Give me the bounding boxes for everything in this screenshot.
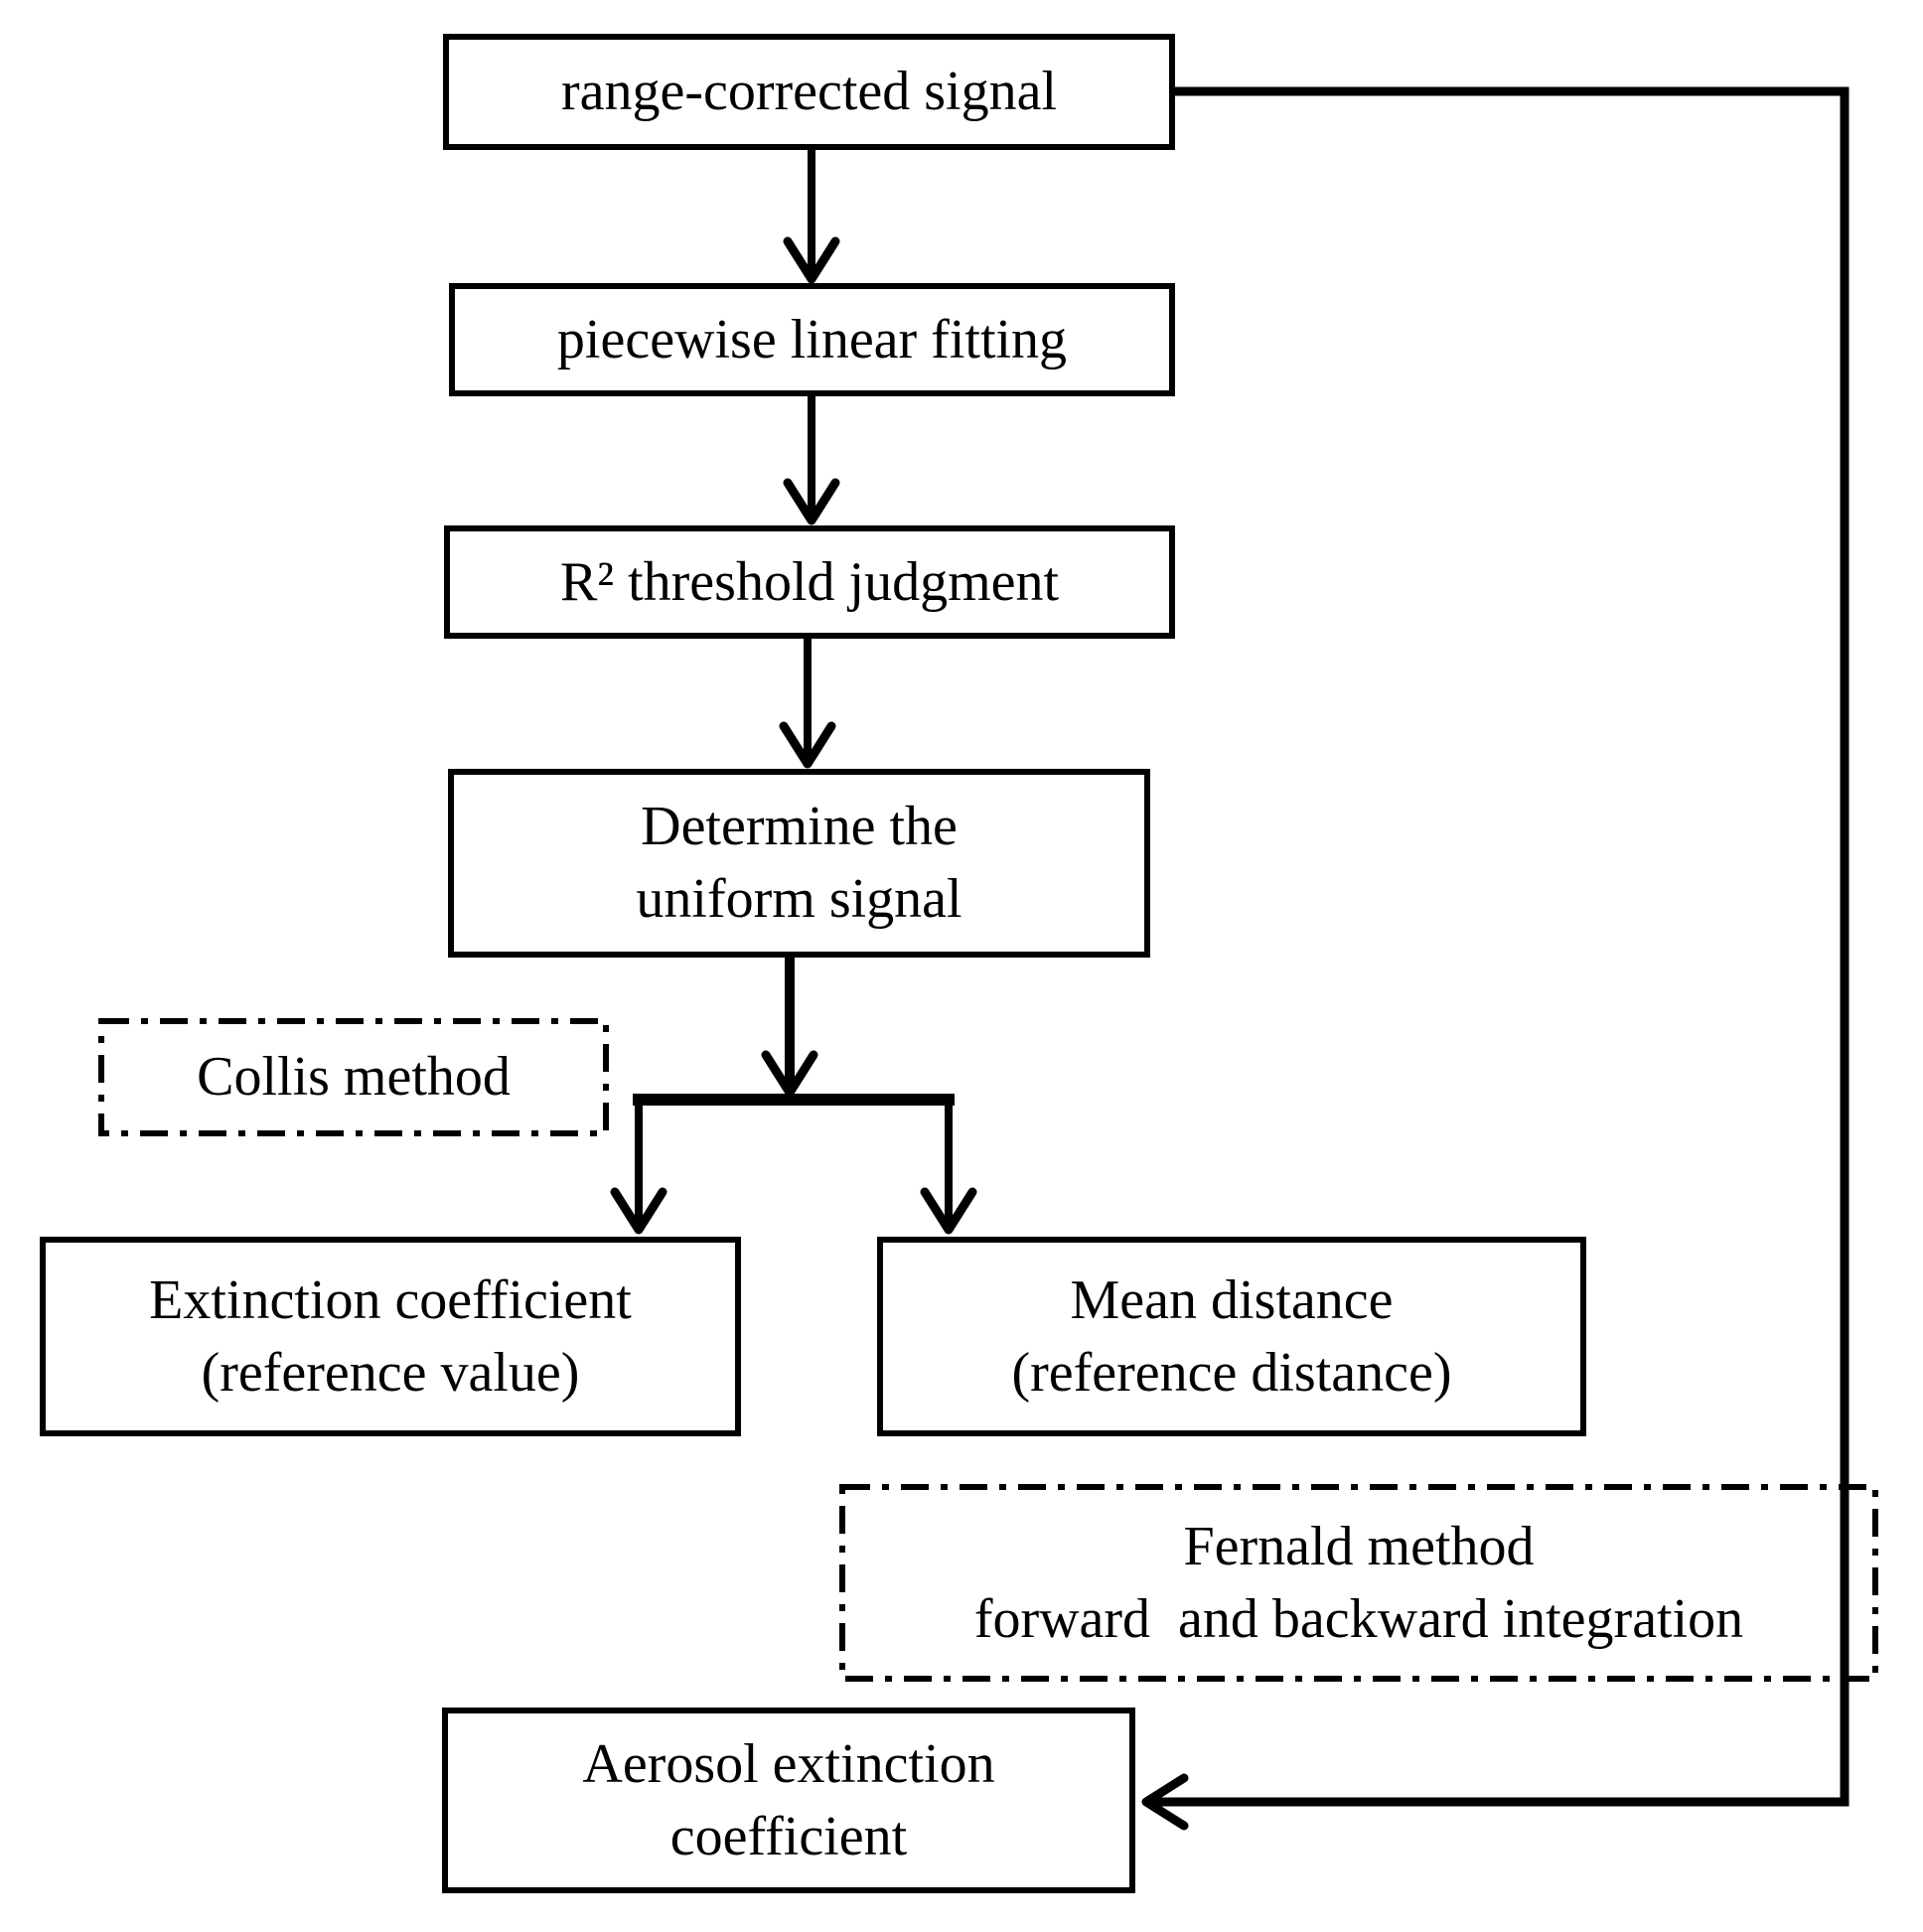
collis-method-frame (98, 1018, 609, 1136)
node-piecewise-linear-fitting: piecewise linear fitting (449, 283, 1175, 396)
fernald-method-frame (839, 1484, 1878, 1682)
edge-range-to-aerosol-feedback-arrow (1141, 86, 1849, 1831)
node-extinction-coefficient: Extinction coefficient (reference value) (40, 1237, 741, 1436)
node-determine-uniform-signal: Determine the uniform signal (448, 769, 1150, 958)
node-mean-distance: Mean distance (reference distance) (877, 1237, 1586, 1436)
node-fernald-method-label: Fernald method forward and backward inte… (973, 1515, 1744, 1650)
node-aerosol-extinction-coefficient: Aerosol extinction coefficient (442, 1708, 1135, 1893)
node-collis-method-label: Collis method (197, 1046, 511, 1109)
node-r2-threshold-judgment: R² threshold judgment (444, 525, 1175, 639)
node-range-corrected-signal: range-corrected signal (443, 34, 1175, 150)
